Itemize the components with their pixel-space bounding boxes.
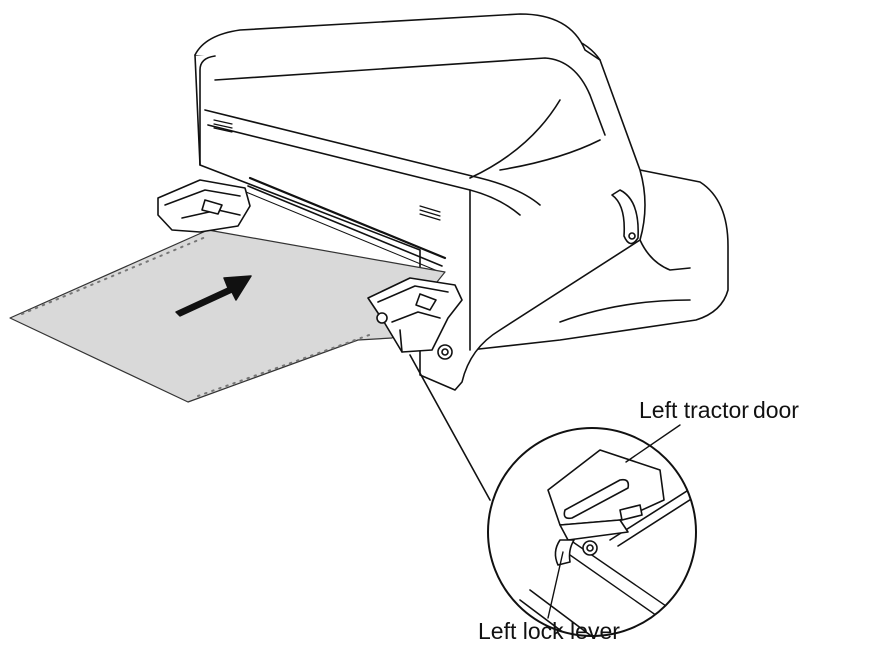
left-lock-lever-label: Left lock lever: [478, 618, 620, 644]
insertion-arrow-icon: [175, 275, 252, 317]
right-tractor: [157, 179, 251, 233]
paper-perforation-bottom: [197, 333, 373, 397]
left-tractor: [367, 277, 463, 353]
label-word-2: door: [752, 397, 799, 423]
lever-callout-line: [547, 551, 564, 619]
zoom-leader-line: [409, 354, 491, 501]
label-word-1: Left tractor: [639, 397, 749, 423]
zoom-detail-circle: [487, 427, 697, 637]
printer-body: [194, 13, 729, 391]
door-callout-line: [625, 424, 681, 463]
paper-slot: [245, 176, 447, 273]
lock-lever: [554, 539, 575, 566]
